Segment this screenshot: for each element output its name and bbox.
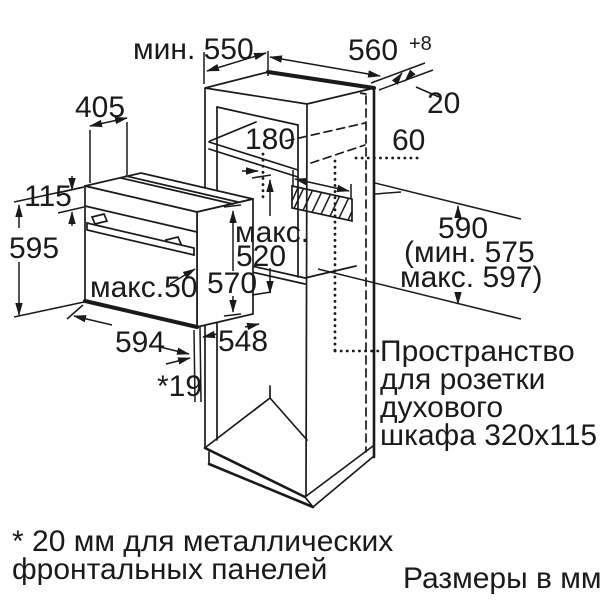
label-590: 590 [438,212,488,245]
dim-548-arrow-right [244,322,260,331]
shelf-front-bottom-edge [208,148,299,178]
socket-note-line2: для розетки [380,363,545,396]
oven-top-step-line-2 [125,175,239,203]
footnote-line2: фронтальных панелей [12,553,327,586]
handle-left-mount [90,212,109,226]
dim-560-line [269,55,381,78]
label-maks-prefix: макс. [235,216,309,249]
label-590-max: макс. 597) [400,261,543,294]
shelf-depth-edge [209,121,257,142]
base-floor-left-edge [205,397,271,448]
dim-590-ext-top [374,182,522,220]
label-570: 570 [207,267,257,300]
dim-595-ext-bottom [13,301,85,318]
socket-note-line4: шкафа 320x115 [380,419,597,452]
label-560: 560 [348,34,398,67]
dim-548-arrow-left [202,330,218,339]
label-maks-50: макс.50 [90,271,197,304]
oven-bottom-edge [83,299,199,329]
shelf-front-top-edge [208,141,299,171]
cabinet-bottom-right-edge [304,445,374,498]
dim-20-arrow-b [404,69,416,82]
socket-note: Пространство для розетки духового шкафа … [380,335,597,452]
shelf-rear-hidden-edge-1 [285,122,366,142]
dim-20-leader [415,86,440,98]
dim-594-arrow-left [73,315,113,326]
dim-590-tick [374,191,402,195]
dim-550-line [206,52,267,72]
door-handle-bar [86,221,195,257]
dim-19-arrow [165,357,191,365]
label-560-tolerance: +8 [409,33,432,55]
label-115: 115 [24,180,72,213]
label-405: 405 [75,91,125,124]
units-note: Размеры в мм [403,562,600,595]
dim-50-leader [169,268,196,285]
cabinet-column [203,70,376,509]
label-min-550: мин. 550 [133,33,254,66]
cabinet-bottom-front-edge [203,446,307,499]
label-590-min: (мин. 575 [404,236,535,269]
footnote: * 20 мм для металлических фронтальных па… [12,525,393,586]
dim-594-arrow-right [159,346,190,355]
socket-space-hatch [291,184,353,223]
dim-570-tick-bottom [223,313,242,317]
plinth-bottom-front-edge [207,462,315,509]
base-floor-right-edge [269,397,308,441]
label-520: 520 [236,240,286,273]
dim-20-arrow-a [391,72,403,85]
cabinet-front-right-edge [305,103,308,497]
dim-595-ext-top [13,186,85,203]
label-595: 595 [9,232,59,265]
hatch-lines [291,187,353,221]
niche-ceiling-front-edge [216,106,299,126]
label-19: *19 [157,370,202,403]
dim-socket-line [294,177,350,193]
dim-594-tick [66,304,84,320]
dimension-labels: мин. 550 560 +8 405 20 180 60 115 595 ма… [9,33,543,403]
shelf-rear-hidden-edge-2 [310,144,366,164]
label-20: 20 [427,87,460,120]
label-548: 548 [218,325,268,358]
dim-405-line [89,116,128,128]
label-594: 594 [115,326,165,359]
socket-note-line3: духового [380,391,503,424]
dimension-lines [13,51,522,403]
gap-19-line-a [193,329,196,403]
dim-115-ext-bottom [57,206,85,214]
dim-570-tick-top [223,204,242,208]
dim-520-tick-top [251,174,272,179]
gap-19-line-b [199,326,202,403]
dim-590-ext-bottom [317,268,522,320]
socket-note-line1: Пространство [380,335,575,368]
oven-top-step-line-1 [120,177,234,205]
oven [83,172,254,329]
footnote-line1: * 20 мм для металлических [12,525,393,558]
plinth-bottom-right-edge [312,455,375,508]
label-180: 180 [245,123,295,156]
control-panel-bottom-edge [84,205,198,233]
label-60: 60 [392,124,425,157]
